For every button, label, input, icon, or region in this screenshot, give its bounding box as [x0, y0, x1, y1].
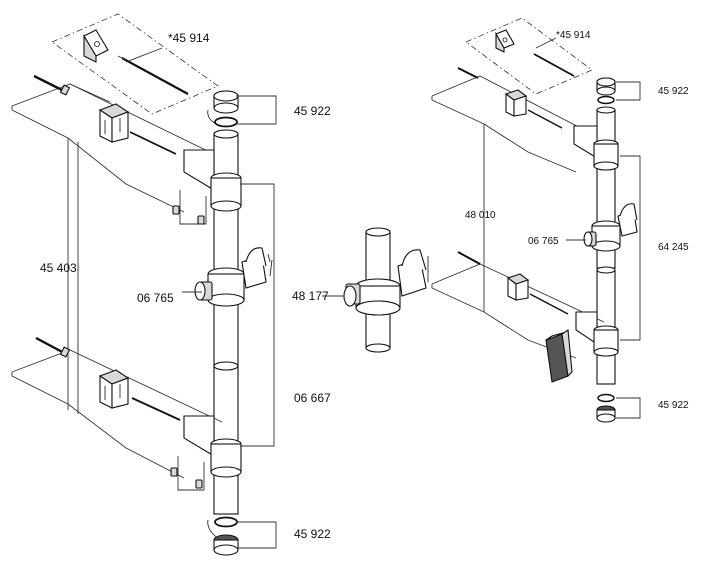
left-upper-bolt: [33, 74, 71, 96]
left-upper-screw: [129, 131, 177, 155]
left-lower-bolt: [35, 336, 71, 358]
label-left-kit-top: *45 914: [168, 31, 210, 45]
left-kit-screw: [117, 55, 189, 95]
right-top-endcap: [596, 77, 616, 105]
left-lower-bracket: [183, 415, 242, 478]
label-right-slider: 06 765: [528, 236, 559, 247]
left-slider: [194, 247, 273, 307]
right-upper-screw: [527, 109, 563, 129]
right-assembly: [431, 17, 641, 423]
right-top-kit-outline: [465, 17, 593, 95]
left-lower-screw: [131, 397, 181, 421]
left-lower-block: [98, 369, 130, 409]
label-left-endcap-bottom: 45 922: [294, 527, 331, 541]
label-right-endcap-top: 45 922: [658, 86, 689, 97]
left-top-endcap: [207, 90, 239, 128]
label-left-rail: 06 667: [294, 391, 331, 405]
label-middle-slider: 48 177: [292, 289, 329, 303]
label-right-kit-top: *45 914: [556, 30, 591, 41]
left-bottom-endcap: [207, 516, 239, 556]
right-lower-screw: [529, 293, 569, 315]
left-upper-bracket: [183, 149, 242, 212]
right-upper-bolt: [457, 67, 479, 79]
middle-slider-detail: [322, 227, 429, 353]
right-slider: [583, 203, 638, 252]
right-upper-block: [504, 89, 528, 117]
label-left-kit-total: 45 403: [40, 261, 77, 275]
right-upper-bracket: [573, 125, 619, 171]
label-left-endcap-top: 45 922: [294, 104, 331, 118]
right-bottom-endcap: [596, 393, 616, 423]
right-kit-block: [495, 29, 515, 53]
left-upper-rail: [213, 129, 239, 369]
right-kit-screw: [533, 53, 575, 77]
right-clip-part: [545, 329, 573, 383]
label-right-rail: 64 245: [658, 242, 689, 253]
right-lower-bracket: [575, 311, 619, 357]
left-upper-grub-screws: [172, 190, 207, 225]
right-lower-bolt: [457, 251, 481, 265]
left-kit-block: [83, 29, 109, 63]
right-lower-block: [506, 273, 530, 301]
label-left-slider: 06 765: [137, 291, 174, 305]
left-top-kit-outline: [51, 13, 219, 115]
left-lower-grub-screws: [170, 456, 205, 491]
left-upper-block: [98, 103, 130, 143]
left-lower-rail: [213, 361, 239, 515]
label-right-endcap-bottom: 45 922: [658, 400, 689, 411]
left-assembly: [11, 13, 277, 556]
label-right-kit-total: 48 010: [465, 210, 496, 221]
